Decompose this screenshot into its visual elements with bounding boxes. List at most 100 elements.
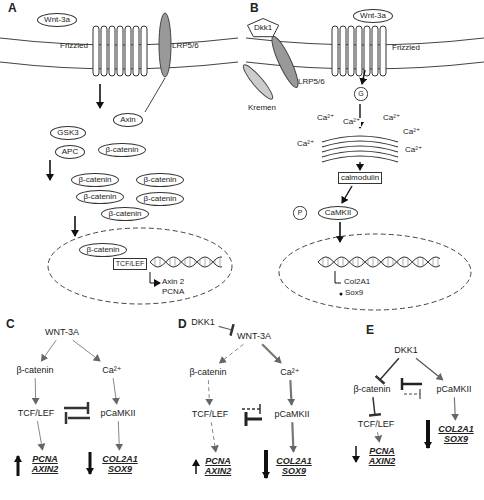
transcription-factor: TCF/LEF	[113, 258, 147, 269]
node-text: Axin	[120, 115, 136, 124]
gene-output: COL2A1SOX9	[274, 455, 314, 478]
pathway-node: TCF/LEF	[16, 407, 57, 419]
frizzled-receptor	[332, 26, 386, 76]
activation-arrow	[378, 432, 380, 441]
node-text: SOX9	[282, 466, 306, 476]
node-text: WNT-3A	[45, 327, 79, 337]
node-text: TCF/LEF	[358, 419, 395, 429]
part-name: Frizzled	[392, 44, 420, 53]
node-text: AXIN2	[32, 464, 59, 474]
node-text: CaMKII	[325, 208, 352, 217]
up-arrow	[195, 460, 197, 474]
gene-output: PCNAAXIN2	[367, 445, 398, 468]
node-text: pCaMKII	[436, 384, 471, 394]
panel-letter: D	[178, 318, 187, 331]
pathway-node: Ca²⁺	[100, 364, 123, 376]
kremen-receptor	[240, 62, 276, 102]
gene-label: Sox9	[345, 289, 363, 298]
pathway-node: DKK1	[189, 316, 217, 328]
arrow	[339, 222, 341, 242]
node-text: Ca²⁺	[102, 365, 121, 375]
node-text: Ca²⁺	[280, 367, 299, 377]
nucleus	[279, 234, 471, 310]
activation-arrow	[416, 358, 443, 380]
node-text: COL2A1	[102, 454, 138, 464]
activation-arrow	[211, 422, 216, 451]
node-text: COL2A1	[276, 456, 312, 466]
node-text: PCNA	[205, 456, 231, 466]
protein: β-catenin	[136, 192, 183, 206]
gene-output: COL2A1SOX9	[436, 423, 476, 446]
inhibition-connector	[380, 358, 399, 380]
protein: GSK3	[50, 126, 85, 140]
node-text: DKK1	[191, 317, 215, 327]
node-text: P	[298, 209, 303, 217]
protein: β-catenin	[71, 173, 118, 187]
activation-arrow	[118, 421, 119, 449]
node-text: SOX9	[108, 464, 132, 474]
pathway-node: TCF/LEF	[190, 408, 231, 420]
mutual-inhibition	[242, 404, 262, 426]
tick	[335, 271, 341, 283]
part-name: Kremen	[248, 104, 276, 113]
pathway-node: pCaMKII	[434, 383, 473, 395]
protein: APC	[55, 145, 85, 159]
down-arrow	[89, 452, 92, 474]
protein: β-catenin	[76, 190, 123, 204]
node-text: pCaMKII	[274, 409, 309, 419]
gene-output: PCNAAXIN2	[203, 455, 234, 478]
protein: β-catenin	[136, 173, 183, 187]
node-text: SOX9	[444, 434, 468, 444]
node-text: G	[358, 90, 363, 98]
protein: β-catenin	[79, 243, 126, 257]
node-text: TCF/LEF	[18, 408, 55, 418]
arrow	[74, 216, 76, 236]
node-text: β-catenin	[105, 145, 138, 154]
part-name: LRP5/6	[298, 78, 325, 87]
node-text: AXIN2	[205, 466, 232, 476]
activation-arrow	[42, 340, 57, 361]
pathway-node: β-catenin	[187, 366, 228, 378]
node-text: PCNA	[32, 454, 58, 464]
node-text: Wnt-3a	[44, 15, 70, 24]
bullet	[340, 293, 343, 296]
ion-label: Ca²⁺	[296, 140, 315, 149]
pathway-node: WNT-3A	[43, 326, 81, 338]
inhibitor: Dkk1	[247, 18, 279, 37]
node-text: APC	[62, 147, 78, 156]
gene-output: COL2A1SOX9	[100, 453, 140, 476]
node-text: β-catenin	[78, 175, 111, 184]
pathway-node: β-catenin	[351, 383, 392, 395]
protein: Axin	[113, 113, 143, 127]
endoplasmic-reticulum	[322, 136, 398, 162]
down-arrow	[264, 450, 268, 478]
pathway-node: Ca²⁺	[278, 366, 301, 378]
node-text: calmodulin	[341, 173, 379, 182]
ligand: Wnt-3a	[37, 13, 77, 27]
node-text: COL2A1	[438, 424, 474, 434]
gene-label: Col2A1	[344, 278, 370, 287]
arrow	[362, 70, 365, 84]
node-text: β-catenin	[189, 367, 226, 377]
arrow	[49, 160, 51, 180]
panel-letter: A	[8, 2, 17, 15]
arrow	[359, 162, 360, 170]
activation-arrow	[73, 340, 100, 361]
link-line	[145, 78, 165, 112]
pathway-node: TCF/LEF	[356, 418, 397, 430]
node-text: β-catenin	[143, 175, 176, 184]
activation-arrow	[220, 344, 244, 363]
g-protein: G	[354, 87, 367, 100]
panel-letter: B	[250, 2, 259, 15]
inhibition-connector	[373, 397, 375, 415]
activation-arrow	[292, 422, 293, 451]
protein: β-catenin	[98, 143, 145, 157]
node-text: AXIN2	[369, 456, 396, 466]
panel-letter: E	[366, 324, 374, 337]
ion-label: Ca²⁺	[316, 114, 335, 123]
ion-label: Ca²⁺	[404, 146, 423, 155]
activation-arrow	[113, 378, 117, 404]
protein: β-catenin	[101, 207, 148, 221]
lrp-receptor	[159, 13, 171, 77]
pathway-node: WNT-3A	[235, 330, 273, 342]
